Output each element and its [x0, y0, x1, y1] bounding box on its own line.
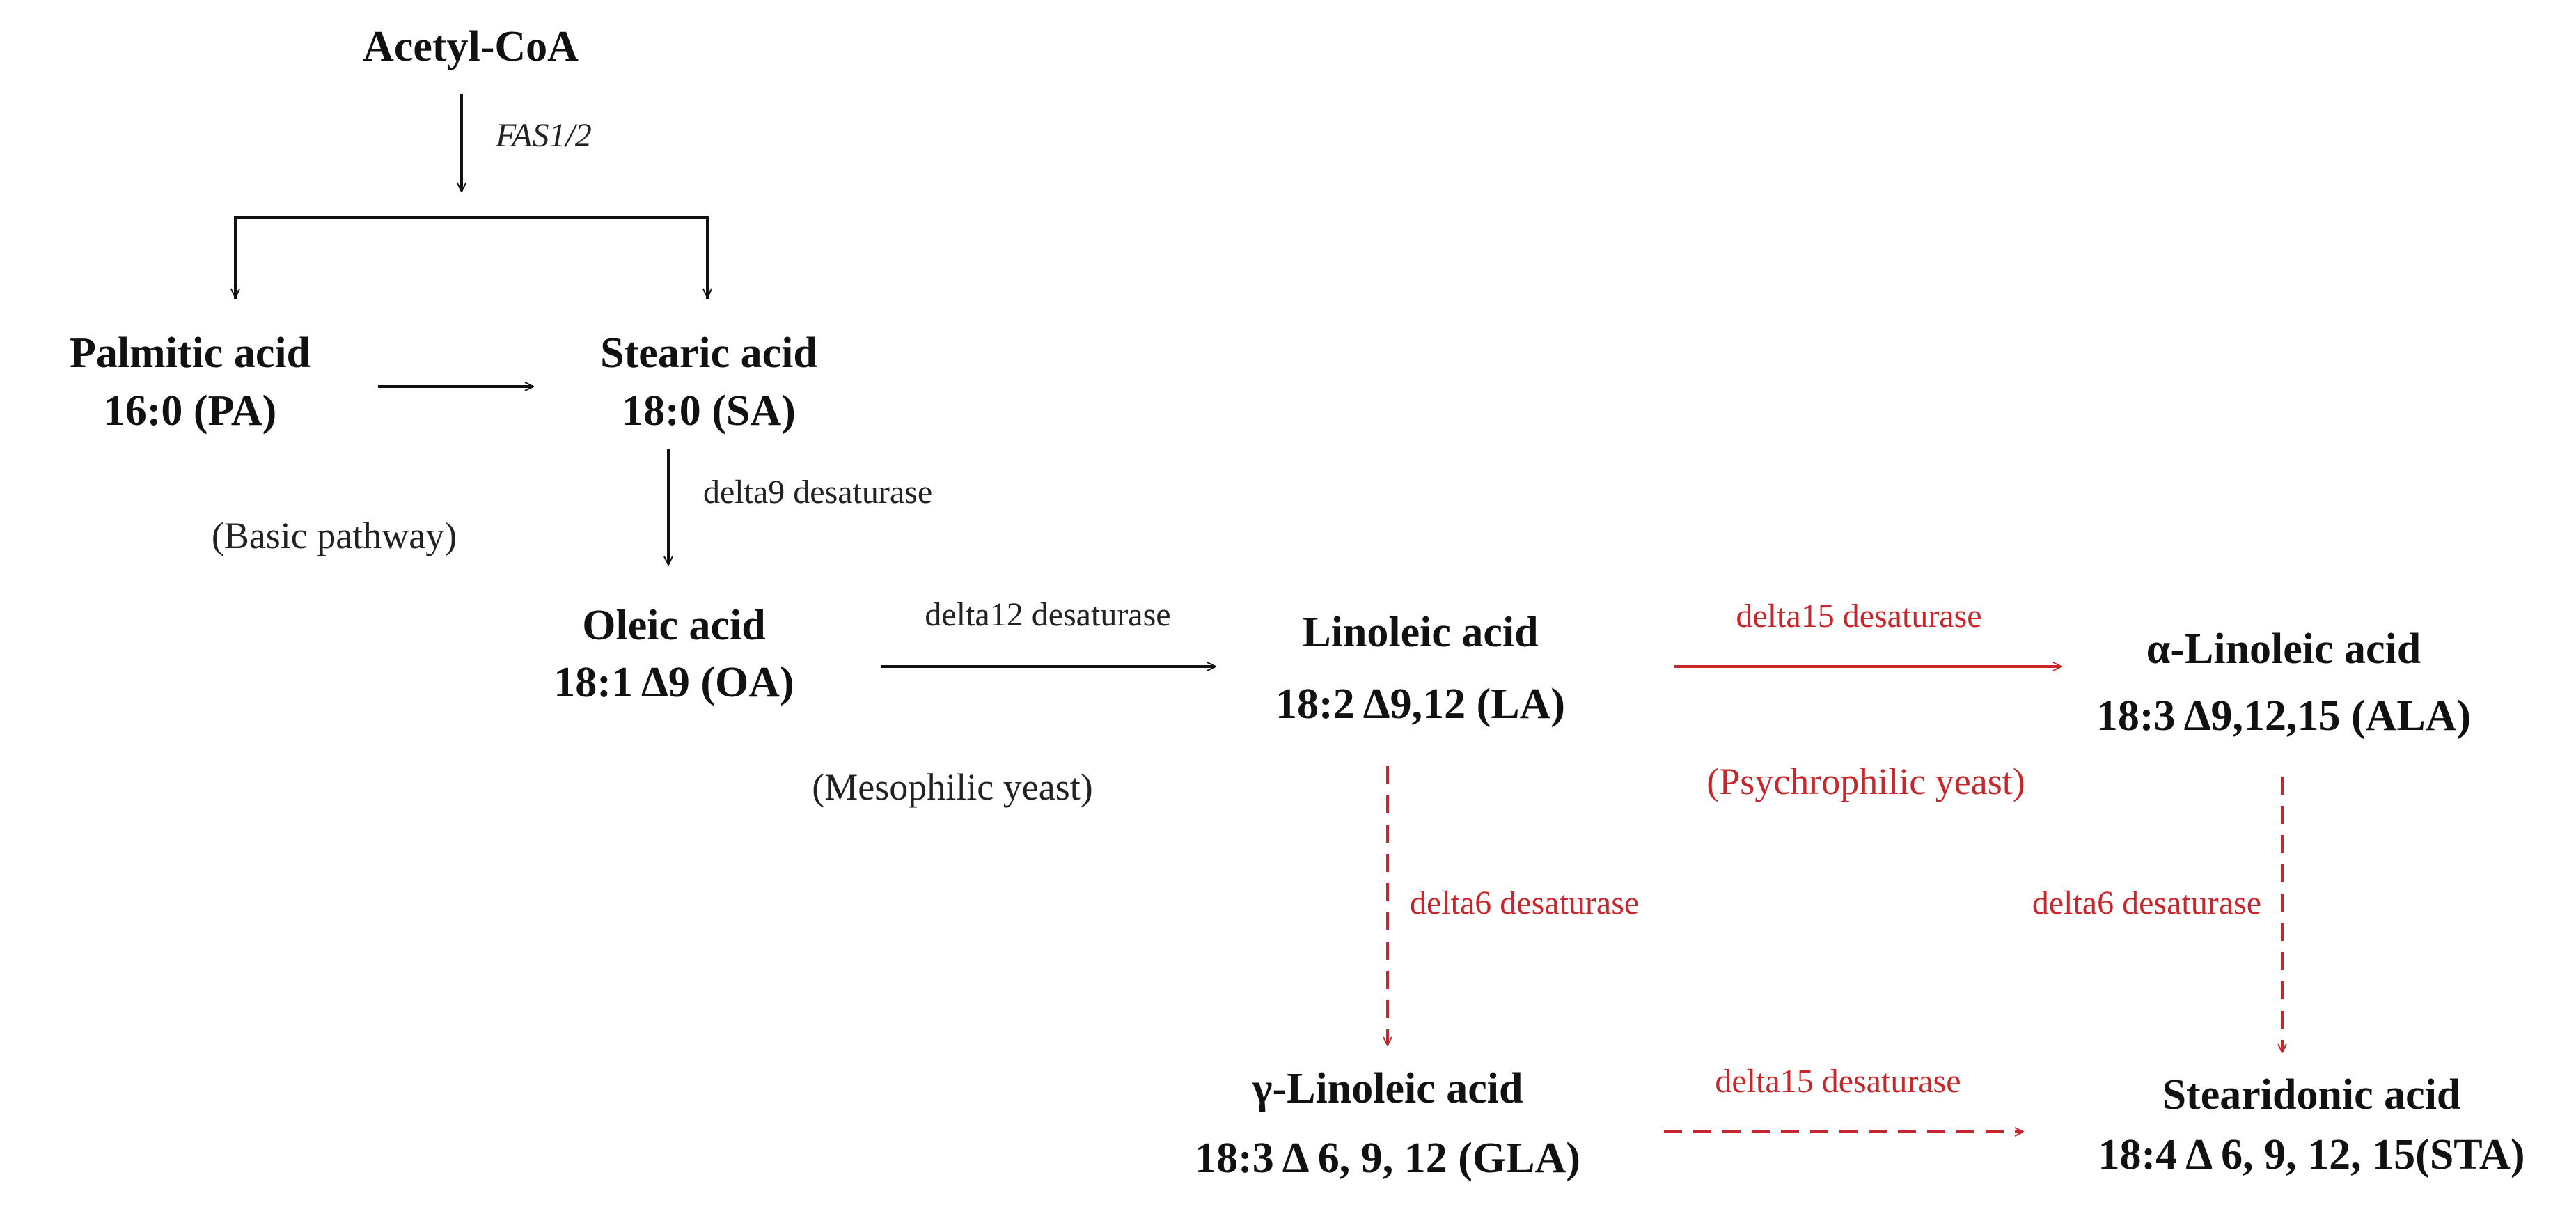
delta6-right-enzyme-label: delta6 desaturase: [2032, 885, 2261, 921]
stearic-acid-name: Stearic acid: [600, 329, 817, 377]
palmitic-acid-name: Palmitic acid: [70, 329, 311, 377]
mesophilic-yeast-note: (Mesophilic yeast): [812, 766, 1092, 808]
palmitic-acid-formula: 16:0 (PA): [104, 387, 276, 435]
stearidonic-acid-formula: 18:4 Δ 6, 9, 12, 15(STA): [2098, 1131, 2525, 1178]
delta15-bottom-enzyme-label: delta15 desaturase: [1715, 1063, 1961, 1100]
branch-bracket: [234, 216, 709, 299]
basic-pathway-note: (Basic pathway): [212, 515, 457, 556]
delta9-enzyme-label: delta9 desaturase: [703, 474, 932, 511]
stearic-acid-formula: 18:0 (SA): [622, 387, 796, 435]
oleic-acid-formula: 18:1 Δ9 (OA): [553, 659, 794, 706]
delta15-top-enzyme-label: delta15 desaturase: [1736, 598, 1981, 634]
linoleic-acid-name: Linoleic acid: [1302, 609, 1538, 656]
delta6-left-enzyme-label: delta6 desaturase: [1410, 885, 1639, 921]
gamma-linoleic-acid-name: γ-Linoleic acid: [1252, 1065, 1523, 1112]
gamma-linoleic-acid-formula: 18:3 Δ 6, 9, 12 (GLA): [1195, 1135, 1580, 1182]
psychrophilic-yeast-note: (Psychrophilic yeast): [1706, 761, 2025, 802]
alpha-linoleic-acid-formula: 18:3 Δ9,12,15 (ALA): [2096, 692, 2471, 740]
acetyl-coa-label: Acetyl-CoA: [363, 23, 579, 70]
alpha-linoleic-acid-name: α-Linoleic acid: [2146, 625, 2421, 673]
delta12-enzyme-label: delta12 desaturase: [925, 596, 1170, 633]
fas-enzyme-label: FAS1/2: [495, 117, 592, 154]
oleic-acid-name: Oleic acid: [582, 602, 765, 649]
linoleic-acid-formula: 18:2 Δ9,12 (LA): [1275, 680, 1565, 728]
stearidonic-acid-name: Stearidonic acid: [2162, 1071, 2461, 1119]
